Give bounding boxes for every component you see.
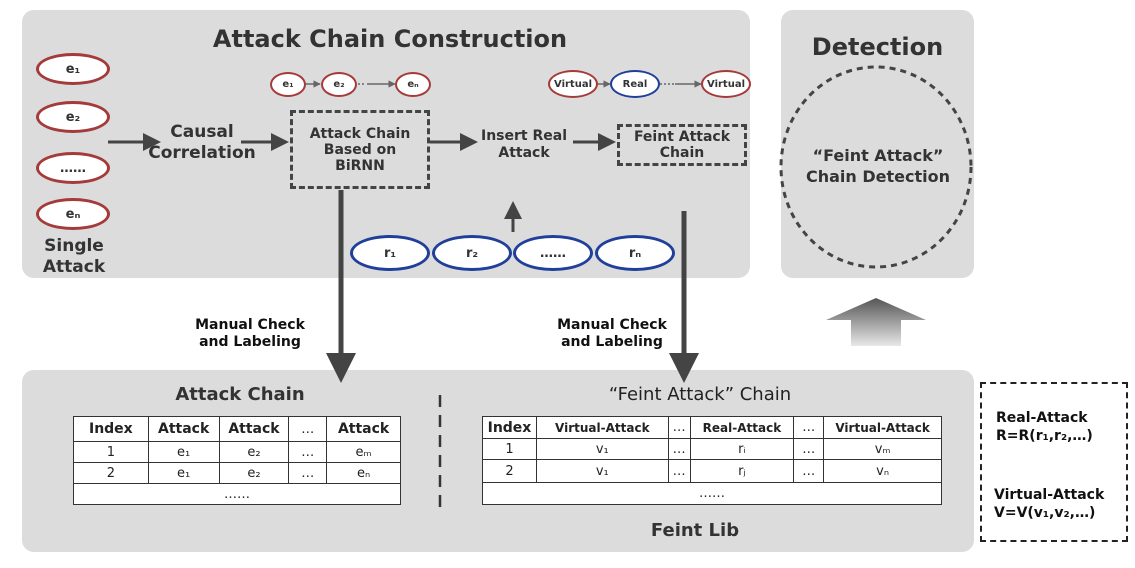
event-ellipsis: …… <box>36 152 110 184</box>
cell: eₘ <box>326 441 401 463</box>
real-event-rn: rₙ <box>595 235 675 271</box>
birnn-box: Attack Chain Based on BiRNN <box>290 110 430 189</box>
feint-chain-table-title: “Feint Attack” Chain <box>608 384 792 405</box>
cell: e₂ <box>218 441 290 463</box>
cell: eₙ <box>326 462 401 484</box>
cell: vₘ <box>823 438 942 460</box>
header-cell: Attack <box>147 416 220 442</box>
table-row: …… <box>482 482 942 505</box>
legend-virtual-def: V=V(v₁,v₂,…) <box>994 505 1096 521</box>
chain-en: eₙ <box>395 72 431 97</box>
chain-virtual-2: Virtual <box>701 70 751 98</box>
legend-real-def: R=R(r₁,r₂,…) <box>996 428 1093 444</box>
table-row: 2 e₁ e₂ … eₙ <box>73 462 401 484</box>
header-cell: … <box>288 416 328 442</box>
cell: v₁ <box>535 438 669 460</box>
event-en: eₙ <box>36 198 110 230</box>
header-cell: … <box>793 416 825 439</box>
ellipsis-cell: …… <box>73 483 401 505</box>
cell: 1 <box>73 441 149 463</box>
cell: 2 <box>482 459 537 483</box>
cell: e₂ <box>218 462 290 484</box>
feint-lib-label: Feint Lib <box>650 520 740 541</box>
cell: … <box>288 462 328 484</box>
header-cell: … <box>667 416 691 439</box>
header-cell: Virtual-Attack <box>823 416 942 439</box>
header-cell: Index <box>73 416 149 442</box>
cell: vₙ <box>823 459 942 483</box>
chain-e1: e₁ <box>270 72 306 97</box>
chain-real: Real <box>610 70 660 98</box>
cell: rⱼ <box>689 459 795 483</box>
header-cell: Real-Attack <box>689 416 795 439</box>
feint-chain-box: Feint Attack Chain <box>617 124 747 166</box>
ellipsis-cell: …… <box>482 482 942 505</box>
cell: … <box>793 459 825 483</box>
cell: … <box>288 441 328 463</box>
cell: 2 <box>73 462 149 484</box>
header-cell: Attack <box>218 416 290 442</box>
cell: 1 <box>482 438 537 460</box>
single-attack-label: Single Attack <box>42 236 106 277</box>
table-row: 1 e₁ e₂ … eₘ <box>73 441 401 463</box>
construction-title: Attack Chain Construction <box>212 25 568 53</box>
real-event-r1: r₁ <box>350 235 430 271</box>
cell: … <box>793 438 825 460</box>
table-row: …… <box>73 483 401 505</box>
chain-virtual-1: Virtual <box>548 70 598 98</box>
table-row: 2 v₁ … rⱼ … vₙ <box>482 459 942 483</box>
event-e2: e₂ <box>36 101 110 133</box>
table-row: 1 v₁ … rᵢ … vₘ <box>482 438 942 460</box>
insert-real-attack-label: Insert Real Attack <box>481 128 567 161</box>
cell: … <box>667 459 691 483</box>
cell: e₁ <box>147 441 220 463</box>
attack-chain-table-title: Attack Chain <box>175 384 305 405</box>
detection-circle-text: “Feint Attack” Chain Detection <box>805 146 950 186</box>
real-event-ellipsis: …… <box>513 235 593 271</box>
causal-correlation-label: Causal Correlation <box>148 122 256 163</box>
header-cell: Virtual-Attack <box>535 416 669 439</box>
detection-panel <box>781 10 974 278</box>
cell: v₁ <box>535 459 669 483</box>
manual-check-right: Manual Check and Labeling <box>557 317 667 350</box>
event-e1: e₁ <box>36 53 110 85</box>
header-cell: Attack <box>326 416 401 442</box>
real-event-r2: r₂ <box>432 235 512 271</box>
legend-real-title: Real-Attack <box>996 410 1088 426</box>
cell: rᵢ <box>689 438 795 460</box>
header-cell: Index <box>482 416 537 439</box>
cell: e₁ <box>147 462 220 484</box>
feint-chain-table: Index Virtual-Attack … Real-Attack … Vir… <box>482 416 942 505</box>
legend-virtual-title: Virtual-Attack <box>994 487 1105 503</box>
detection-title: Detection <box>811 33 944 61</box>
legend-box <box>980 382 1128 542</box>
manual-check-left: Manual Check and Labeling <box>195 317 305 350</box>
chain-e2: e₂ <box>321 72 357 97</box>
attack-chain-table: Index Attack Attack … Attack 1 e₁ e₂ … e… <box>73 416 401 505</box>
cell: … <box>667 438 691 460</box>
